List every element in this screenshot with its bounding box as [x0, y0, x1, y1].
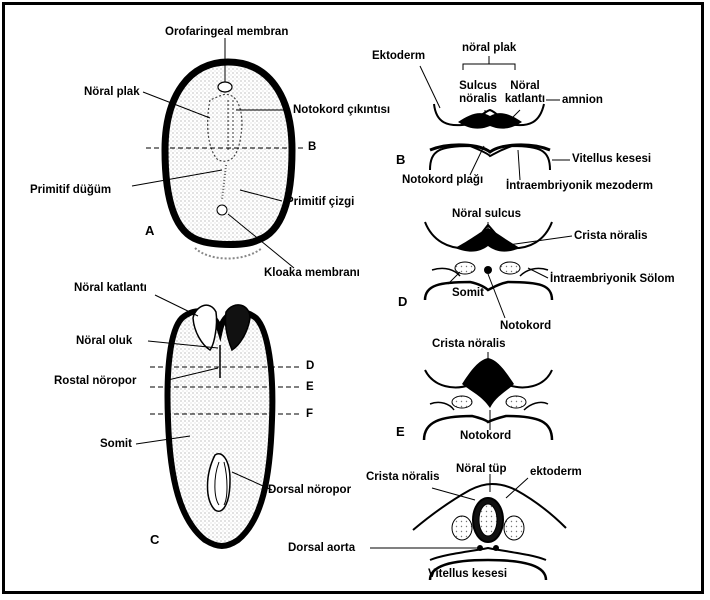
- label-kloaka-membrani: Kloaka membranı: [264, 267, 360, 280]
- label-sulcus-noralis: Sulcus nöralis: [458, 80, 498, 105]
- section-f: [413, 484, 566, 580]
- label-ektoderm-b: Ektoderm: [372, 50, 425, 63]
- label-noral-tup: Nöral tüp: [456, 463, 506, 476]
- label-primitif-dugum: Primitif düğüm: [30, 184, 111, 197]
- label-orofaringeal-membran: Orofaringeal membran: [165, 26, 288, 39]
- label-crista-noralis-e: Crista nöralis: [432, 338, 506, 351]
- label-somit-c: Somit: [100, 438, 132, 451]
- label-notokord-e: Notokord: [460, 430, 511, 443]
- label-amnion: amnion: [562, 94, 603, 107]
- label-intraembriyonik-mezoderm: İntraembriyonik mezoderm: [506, 180, 653, 193]
- label-sulcus-line2: nöralis: [459, 93, 497, 105]
- label-noral-plak-b: nöral plak: [462, 42, 516, 55]
- label-crista-noralis-f: Crista nöralis: [366, 471, 440, 484]
- label-rostal-noropor: Rostal nöropor: [54, 375, 136, 388]
- panel-label-e: E: [396, 424, 405, 439]
- label-noral-plak-a: Nöral plak: [84, 86, 140, 99]
- marker-d: D: [306, 360, 314, 373]
- embryo-c: [150, 305, 300, 546]
- label-ektoderm-f: ektoderm: [530, 466, 582, 479]
- panel-label-b: B: [396, 152, 405, 167]
- label-dorsal-aorta: Dorsal aorta: [288, 542, 355, 555]
- section-b: [430, 104, 550, 170]
- embryo-a: [146, 62, 305, 259]
- label-notokord-plagi: Notokord plağı: [402, 174, 483, 187]
- marker-e: E: [306, 381, 314, 394]
- marker-f: F: [306, 408, 313, 421]
- label-vitellus-kesesi-b: Vitellus kesesi: [572, 153, 651, 166]
- label-noral-oluk: Nöral oluk: [76, 335, 132, 348]
- section-e: [424, 358, 552, 440]
- label-noral-sulcus: Nöral sulcus: [452, 208, 521, 221]
- label-katlanti-line2: katlantı: [505, 93, 545, 105]
- panel-label-d: D: [398, 294, 407, 309]
- label-vitellus-kesesi-f: Vitellus kesesi: [428, 568, 507, 581]
- panel-label-c: C: [150, 532, 159, 547]
- label-katlanti-line1: Nöral: [510, 80, 539, 92]
- panel-label-a: A: [145, 223, 154, 238]
- label-somit-d: Somit: [452, 287, 484, 300]
- label-crista-noralis-d: Crista nöralis: [574, 230, 648, 243]
- label-sulcus-line1: Sulcus: [459, 80, 497, 92]
- label-primitif-cizgi: Primitif çizgi: [286, 196, 354, 209]
- label-notokord-d: Notokord: [500, 320, 551, 333]
- marker-b: B: [308, 141, 316, 154]
- label-noral-katlanti-b: Nöral katlantı: [503, 80, 547, 105]
- section-d: [425, 222, 552, 300]
- label-dorsal-noropor: Dorsal nöropor: [268, 484, 351, 497]
- label-notokord-cikintisi: Notokord çıkıntısı: [293, 104, 390, 117]
- label-noral-katlanti-c: Nöral katlantı: [74, 282, 147, 295]
- label-intraembriyonik-solom: İntraembriyonik Sölom: [550, 273, 675, 286]
